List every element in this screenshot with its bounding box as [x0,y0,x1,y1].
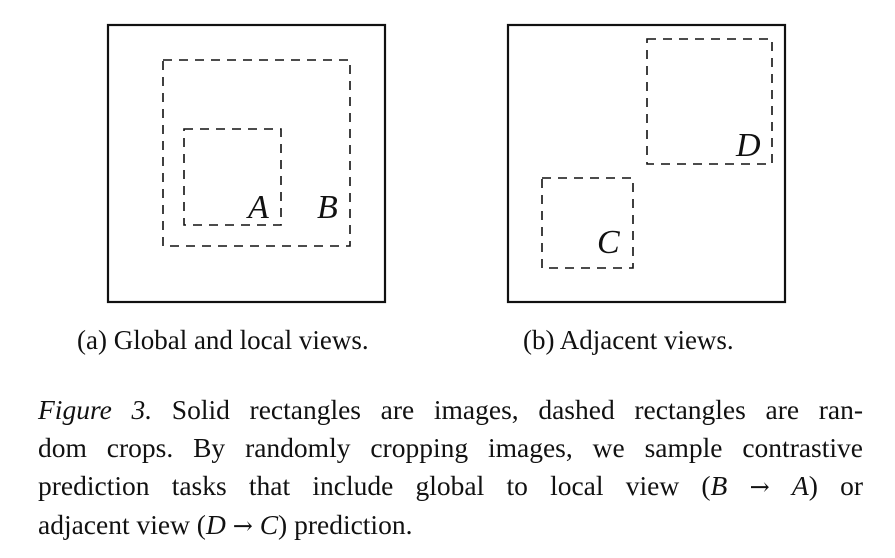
crop-a-rectangle [183,128,282,226]
figure-label: Figure 3. [38,394,153,425]
math-c: C [259,509,279,540]
caption-line-4-pre: adjacent view ( [38,509,206,540]
caption-line-4-post: ) prediction. [278,509,413,540]
subcaption-a: (a) Global and local views. [77,325,369,355]
arrow-symbol: → [749,473,770,501]
math-d: D [205,509,226,540]
subcaption-b: (b) Adjacent views. [523,325,734,355]
math-b: B [710,470,728,501]
crop-label-c: C [597,224,620,261]
caption-line-3: prediction tasks that include global to … [38,467,863,506]
panel-a-diagram: A B D C [106,23,787,304]
caption-line-3-pre: prediction tasks that include global to … [38,470,711,501]
arrow-symbol-2: → [232,512,253,540]
crop-label-d: D [735,127,761,164]
crop-d-rectangle [646,38,773,165]
caption-line-1-text: Solid rectangles are images, dashed rect… [171,394,864,425]
figure-caption: Figure 3. Solid rectangles are images, d… [38,391,863,545]
crop-b-rectangle [162,59,351,247]
crop-label-b: B [317,189,338,226]
image-rectangle-a [106,23,387,304]
crop-label-a: A [246,189,269,226]
caption-line-2: dom crops. By randomly cropping images, … [38,432,863,463]
image-rectangle-b [506,23,787,304]
caption-line-3-post: ) or [808,470,863,501]
math-a: A [791,470,809,501]
caption-line-4: adjacent view (D → C) prediction. [38,506,863,545]
crop-c-rectangle [541,177,634,269]
caption-line-1: Figure 3. Solid rectangles are images, d… [38,391,863,429]
